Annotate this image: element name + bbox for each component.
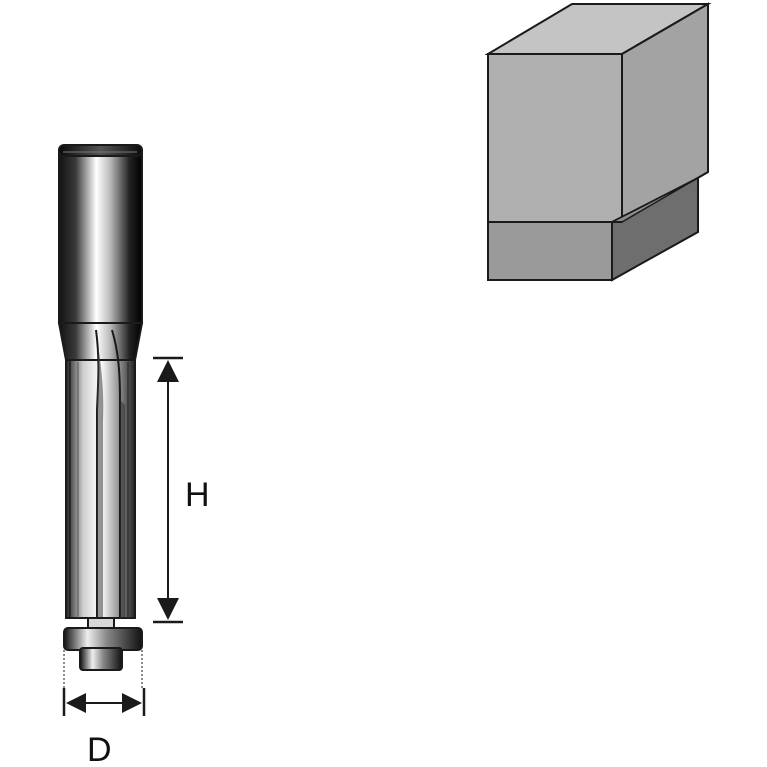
workpiece-block [484, 2, 712, 282]
diameter-label: D [87, 731, 112, 767]
diameter-arrow-left [66, 693, 86, 713]
block-front-face [487, 53, 623, 223]
router-bit [57, 144, 144, 690]
diameter-dimension: D [62, 688, 146, 767]
cutting-flutes [65, 329, 136, 619]
height-arrow-top [157, 360, 179, 382]
bearing-guide [63, 617, 143, 671]
height-label: H [185, 476, 210, 514]
shank-end-cap [58, 144, 143, 157]
shank [58, 144, 143, 324]
height-dimension: H [153, 356, 210, 624]
height-arrow-bottom [157, 598, 179, 620]
diameter-arrow-right [122, 693, 142, 713]
block-lower-front-face [487, 221, 613, 281]
shank-transition [57, 322, 144, 361]
